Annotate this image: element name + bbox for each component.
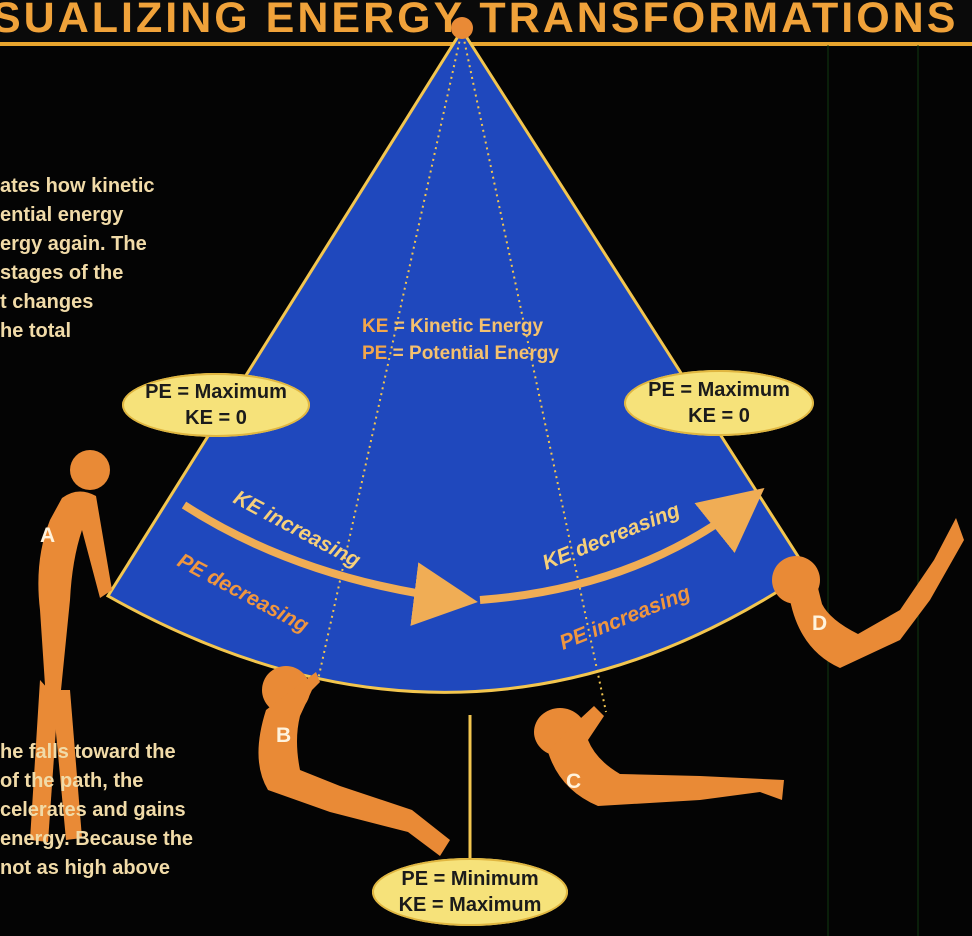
oval-line: PE = Maximum bbox=[648, 379, 790, 401]
oval-line: KE = 0 bbox=[688, 405, 750, 427]
position-label-a: A bbox=[40, 524, 56, 547]
oval-right-energy: PE = Maximum KE = 0 bbox=[624, 370, 814, 436]
arrow-right bbox=[479, 487, 765, 604]
diagram-title: SUALIZING ENERGY TRANSFORMATIONS bbox=[0, 0, 959, 42]
swing-sector bbox=[105, 27, 811, 694]
lower-paragraph: he falls toward the of the path, the cel… bbox=[0, 738, 250, 883]
energy-legend: KE = Kinetic Energy PE = Potential Energ… bbox=[362, 313, 559, 367]
text-line: ergy again. The bbox=[0, 233, 147, 255]
text-line: not as high above bbox=[0, 857, 171, 879]
legend-ke: KE = Kinetic Energy bbox=[362, 313, 559, 340]
legend-ke-definition: = Kinetic Energy bbox=[393, 316, 544, 337]
figure-d bbox=[772, 518, 964, 668]
figure-a bbox=[30, 450, 113, 842]
oval-line: PE = Minimum bbox=[401, 868, 539, 890]
legend-pe-definition: = Potential Energy bbox=[392, 343, 559, 364]
oval-bottom-energy: PE = Minimum KE = Maximum bbox=[372, 858, 568, 926]
oval-line: PE = Maximum bbox=[145, 381, 287, 403]
text-line: stages of the bbox=[0, 262, 124, 284]
oval-left-energy: PE = Maximum KE = 0 bbox=[122, 373, 310, 437]
text-line: energy. Because the bbox=[0, 828, 194, 850]
pivot-point bbox=[451, 17, 473, 39]
intro-paragraph: ates how kinetic ential energy ergy agai… bbox=[0, 172, 300, 346]
text-line: ential energy bbox=[0, 204, 124, 226]
legend-pe-abbr: PE bbox=[362, 343, 388, 364]
oval-line: KE = Maximum bbox=[398, 894, 542, 916]
legend-pe: PE = Potential Energy bbox=[362, 340, 559, 367]
text-line: ates how kinetic bbox=[0, 175, 155, 197]
figure-b bbox=[258, 666, 450, 856]
oval-line: KE = 0 bbox=[185, 407, 247, 429]
text-line: he total bbox=[0, 320, 72, 342]
rope-c bbox=[461, 29, 607, 713]
position-label-b: B bbox=[276, 724, 292, 747]
text-line: he falls toward the bbox=[0, 741, 176, 763]
position-label-d: D bbox=[812, 612, 828, 635]
arrow-left bbox=[181, 501, 478, 626]
figure-c bbox=[534, 706, 784, 806]
legend-ke-abbr: KE bbox=[362, 316, 389, 337]
text-line: celerates and gains bbox=[0, 799, 186, 821]
text-line: of the path, the bbox=[0, 770, 144, 792]
position-label-c: C bbox=[566, 770, 582, 793]
title-banner: SUALIZING ENERGY TRANSFORMATIONS bbox=[0, 0, 972, 46]
text-line: t changes bbox=[0, 291, 94, 313]
